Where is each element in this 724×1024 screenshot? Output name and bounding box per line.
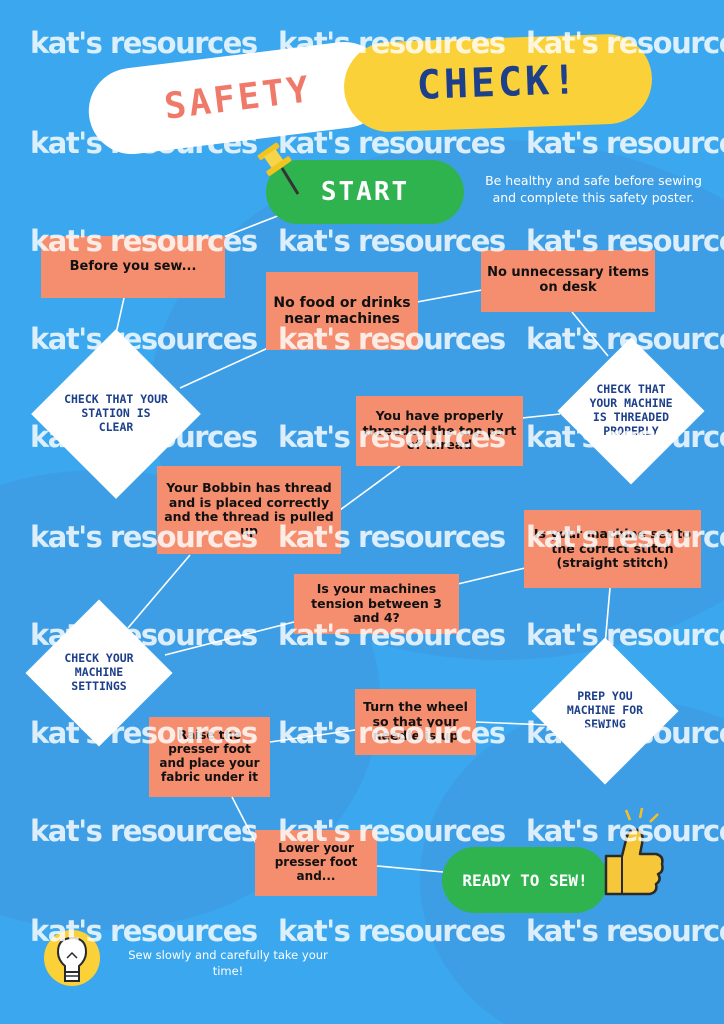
thumbs-up-icon (604, 807, 664, 896)
check-machine-threaded-label: CHECK THAT YOUR MACHINE IS THREADED PROP… (589, 382, 673, 438)
check-machine-settings: CHECK YOUR MACHINE SETTINGS (24, 598, 174, 748)
step-stitch-setting: Is your machine set to the correct stitc… (524, 510, 701, 588)
step-lower-presser-foot: Lower your presser foot and... (255, 830, 377, 896)
intro-text: Be healthy and safe before sewing and co… (485, 173, 702, 205)
step-top-thread: You have properly threaded the top part … (356, 396, 523, 466)
step-no-food-drinks: No food or drinks near machines (266, 272, 418, 350)
step-no-unnecessary-items: No unnecessary items on desk (481, 250, 655, 312)
connector-line (571, 311, 609, 357)
check-station-clear-label: CHECK THAT YOUR STATION IS CLEAR (64, 392, 168, 434)
connector-line (521, 413, 561, 419)
check-machine-threaded: CHECK THAT YOUR MACHINE IS THREADED PROP… (556, 336, 706, 486)
connector-line (475, 721, 549, 726)
ready-to-sew-pill: READY TO SEW! (442, 847, 608, 913)
connector-line (376, 865, 444, 873)
step-raise-presser-foot: Raise the presser foot and place your fa… (149, 717, 270, 797)
start-label: START (320, 177, 410, 207)
prep-machine-sewing-label: PREP YOU MACHINE FOR SEWING (566, 689, 644, 731)
prep-machine-sewing: PREP YOU MACHINE FOR SEWING (530, 636, 680, 786)
title-word-check: CHECK! (415, 57, 581, 109)
connector-line (339, 465, 401, 511)
connector-line (604, 587, 611, 646)
connector-line (164, 621, 295, 656)
connector-line (269, 729, 356, 743)
ready-to-sew-label: READY TO SEW! (462, 870, 588, 890)
connector-line (179, 347, 269, 389)
step-before-you-sew: Before you sew... (41, 236, 225, 298)
lightbulb-icon (44, 930, 100, 986)
connector-line (127, 554, 191, 629)
title-pill-check: CHECK! (342, 32, 654, 134)
check-station-clear: CHECK THAT YOUR STATION IS CLEAR (28, 326, 204, 502)
start-pill: START (266, 160, 464, 224)
step-turn-wheel: Turn the wheel so that your needle is up (355, 689, 476, 755)
step-tension: Is your machines tension between 3 and 4… (294, 574, 459, 634)
pushpin-icon (257, 142, 300, 195)
connector-line (457, 567, 526, 585)
connector-line (416, 289, 483, 303)
check-machine-settings-label: CHECK YOUR MACHINE SETTINGS (64, 651, 134, 693)
footer-note: Sew slowly and carefully take your time! (128, 948, 328, 978)
step-bobbin-thread: Your Bobbin has thread and is placed cor… (157, 466, 341, 554)
title-word-safety: SAFETY (162, 68, 314, 128)
